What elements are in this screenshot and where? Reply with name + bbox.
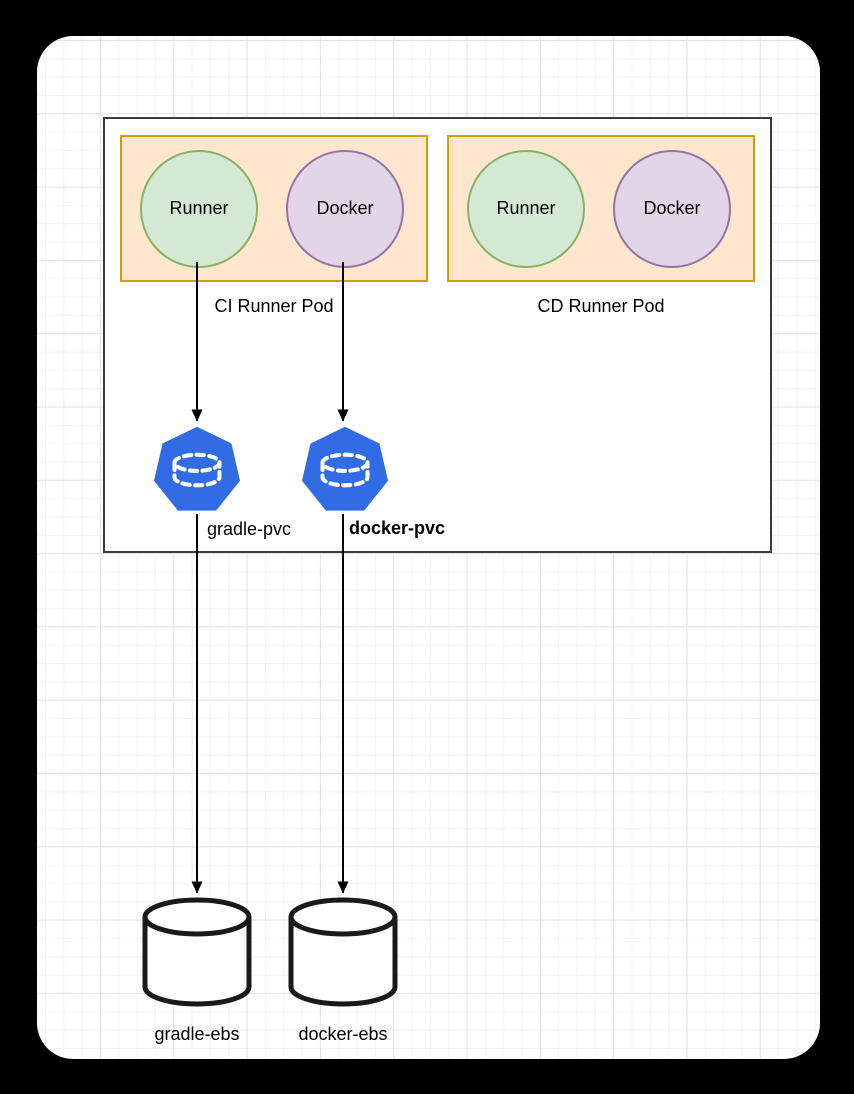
node-runner-cd-label: Runner [496, 198, 556, 218]
k8s-pvc-icon-gradle [153, 426, 241, 511]
pod-label-cd: CD Runner Pod [537, 296, 665, 316]
pvc-heptagon-shape [153, 426, 241, 511]
node-docker-cd: Docker [613, 149, 731, 268]
cylinder-body [288, 917, 398, 1007]
ebs-label-gradle: gradle-ebs [154, 1024, 240, 1044]
k8s-pvc-icon-docker [301, 426, 389, 511]
ebs-cylinder-gradle [142, 897, 252, 1007]
node-runner-cd: Runner [467, 149, 585, 268]
pod-box-ci: Runner Docker [120, 135, 428, 282]
pvc-label-docker: docker-pvc [349, 518, 446, 538]
node-docker-ci-label: Docker [316, 198, 374, 218]
node-runner-ci: Runner [140, 149, 258, 268]
node-runner-ci-label: Runner [169, 198, 229, 218]
ebs-cylinder-docker [288, 897, 398, 1007]
pvc-volume-glyph [320, 452, 370, 488]
pvc-heptagon-shape [301, 426, 389, 511]
pod-label-ci: CI Runner Pod [214, 296, 334, 316]
pvc-volume-glyph [172, 452, 222, 488]
diagram-canvas: Runner Docker CI Runner Pod Runner Docke… [37, 36, 820, 1059]
pvc-label-gradle: gradle-pvc [207, 519, 292, 539]
cylinder-body [142, 917, 252, 1007]
cylinder-top [288, 897, 398, 937]
node-docker-ci: Docker [286, 149, 404, 268]
node-docker-cd-label: Docker [643, 198, 701, 218]
cylinder-top [142, 897, 252, 937]
ebs-label-docker: docker-ebs [298, 1024, 388, 1044]
pod-box-cd: Runner Docker [447, 135, 755, 282]
